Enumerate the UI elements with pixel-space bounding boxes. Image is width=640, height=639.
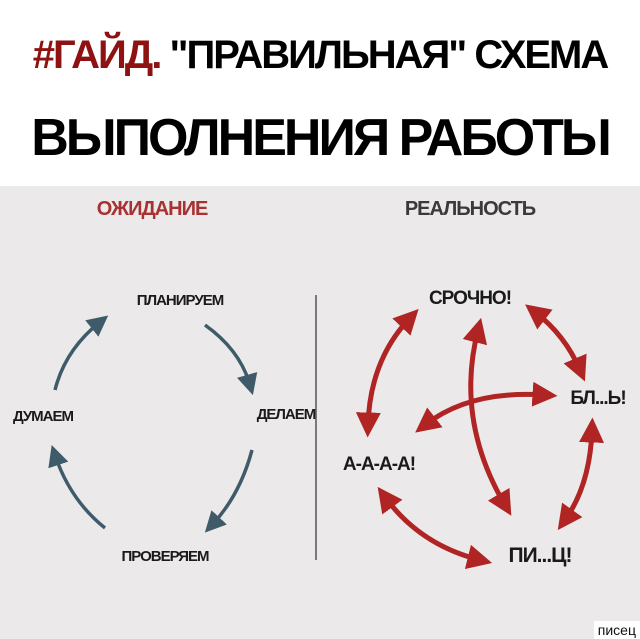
- step-check: ПРОВЕРЯЕМ: [121, 548, 209, 565]
- step-urgent: СРОЧНО!: [428, 288, 512, 309]
- watermark: писец: [593, 621, 640, 639]
- arrow-aaaa-urgent: [355, 308, 419, 438]
- arrow-urgent-blya: [525, 304, 587, 382]
- expectation-header: ОЖИДАНИЕ: [96, 198, 209, 220]
- step-aaaa: А-А-А-А!: [342, 454, 416, 475]
- arrow-cross-horizontal: [415, 381, 558, 433]
- step-plan: ПЛАНИРУЕМ: [136, 292, 224, 309]
- arrow-cross-vertical: [462, 317, 512, 516]
- step-think: ДУМАЕМ: [12, 408, 74, 425]
- title-hashtag: #ГАЙД.: [32, 33, 163, 77]
- title-line-2: ВЫПОЛНЕНИЯ РАБОТЫ: [31, 109, 612, 167]
- arrow-do-to-check: [204, 449, 254, 533]
- step-pizdec: ПИ...Ц!: [508, 544, 572, 567]
- title-area: [0, 0, 640, 186]
- arrow-plan-to-do: [203, 323, 258, 396]
- step-do: ДЕЛАЕМ: [256, 406, 317, 423]
- reality-header: РЕАЛЬНОСТЬ: [404, 198, 536, 220]
- arrow-pizdec-aaaa: [377, 486, 493, 570]
- arrow-check-to-think: [48, 445, 107, 530]
- title-line-1: #ГАЙД. "ПРАВИЛЬНАЯ" СХЕМА: [10, 30, 630, 80]
- arrow-think-to-plan: [53, 315, 109, 391]
- title-rest: "ПРАВИЛЬНАЯ" СХЕМА: [160, 33, 610, 77]
- arrow-blya-pizdec: [557, 417, 605, 531]
- step-blya: БЛ...Ь!: [570, 388, 626, 409]
